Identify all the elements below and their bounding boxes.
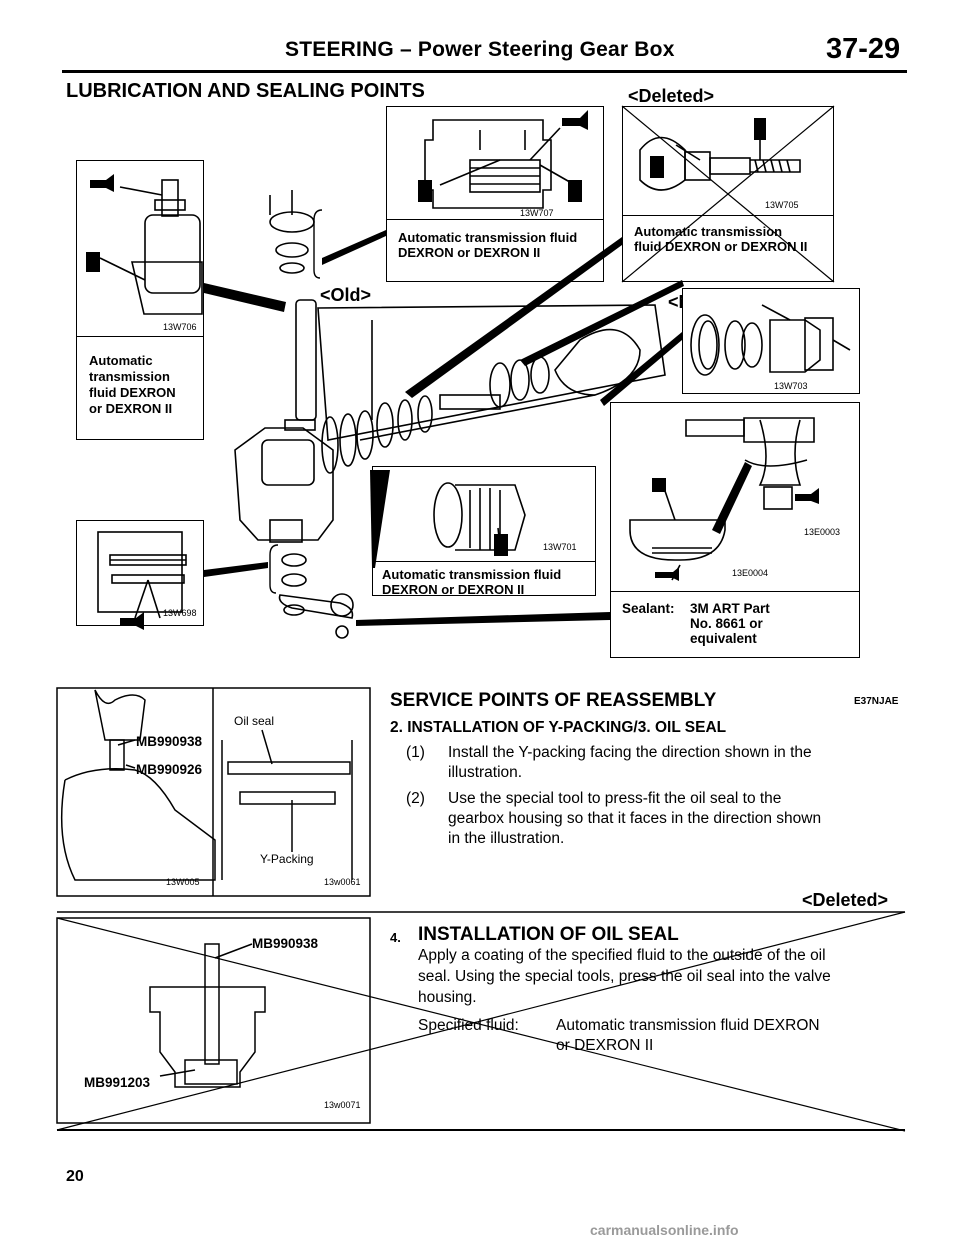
service-item-2-num: (2) bbox=[406, 790, 425, 807]
figure-code-13w706: 13W706 bbox=[163, 322, 197, 332]
step4-fluid-line2: or DEXRON II bbox=[556, 1037, 654, 1054]
figure-code-13w705: 13W705 bbox=[765, 200, 799, 210]
figure-code-13w698: 13W698 bbox=[163, 608, 197, 618]
figure-code-13e0004: 13E0004 bbox=[732, 568, 769, 578]
service-step-title: 2. INSTALLATION OF Y-PACKING/3. OIL SEAL bbox=[390, 719, 727, 736]
service-item-2-line3: in the illustration. bbox=[448, 830, 565, 847]
step4-tool-mb991203-label: MB991203 bbox=[84, 1075, 151, 1090]
caption-13w706-line4: or DEXRON II bbox=[89, 401, 173, 416]
section-title: LUBRICATION AND SEALING POINTS bbox=[66, 80, 425, 102]
footer-page-number: 20 bbox=[66, 1168, 84, 1185]
sealant-line2: No. 8661 or bbox=[690, 616, 763, 631]
caption-13w705-line2: fluid DEXRON or DEXRON II bbox=[634, 239, 808, 254]
caption-13w701-line1: Automatic transmission fluid bbox=[382, 567, 562, 582]
header-rule bbox=[62, 70, 907, 73]
tool-mb990926-label: MB990926 bbox=[136, 762, 203, 777]
service-item-1-line2: illustration. bbox=[448, 764, 523, 781]
deleted-tag-top: <Deleted> bbox=[628, 86, 715, 106]
header-page-number: 37-29 bbox=[826, 33, 901, 65]
step4-line1: Apply a coating of the specified fluid t… bbox=[418, 947, 826, 964]
service-points-ref: E37NJAE bbox=[854, 696, 899, 707]
caption-13w707-line2: DEXRON or DEXRON II bbox=[398, 245, 541, 260]
figure-code-13w701: 13W701 bbox=[543, 542, 577, 552]
step4-number: 4. bbox=[390, 930, 401, 945]
oil-seal-label: Oil seal bbox=[234, 714, 275, 728]
deleted-tag-mid: <Deleted> bbox=[802, 890, 889, 910]
figure-13w703 bbox=[682, 288, 860, 394]
figure-code-13w707: 13W707 bbox=[520, 208, 554, 218]
service-item-2-line2: gearbox housing so that it faces in the … bbox=[448, 810, 822, 827]
service-points-title: SERVICE POINTS OF REASSEMBLY bbox=[390, 690, 717, 711]
sealant-line3: equivalent bbox=[690, 631, 757, 646]
service-item-1-num: (1) bbox=[406, 744, 425, 761]
caption-13w707-line1: Automatic transmission fluid bbox=[398, 230, 578, 245]
step4-fluid-label: Specified fluid: bbox=[418, 1017, 519, 1034]
step4-line2: seal. Using the special tools, press the… bbox=[418, 968, 831, 985]
figure-13w701 bbox=[372, 466, 596, 596]
figure-code-13e0003: 13E0003 bbox=[804, 527, 841, 537]
header-title: STEERING – Power Steering Gear Box bbox=[285, 38, 675, 61]
step4-title: INSTALLATION OF OIL SEAL bbox=[418, 924, 679, 945]
caption-13w701-line2: DEXRON or DEXRON II bbox=[382, 582, 525, 597]
caption-13w705-line1: Automatic transmission bbox=[634, 224, 783, 239]
caption-13w706-line1: Automatic bbox=[89, 353, 153, 368]
y-packing-label: Y-Packing bbox=[260, 852, 314, 866]
caption-13w706-line2: transmission bbox=[89, 369, 170, 384]
figure-code-13w0061: 13w0061 bbox=[324, 877, 361, 887]
service-item-1-line1: Install the Y-packing facing the directi… bbox=[448, 744, 812, 761]
figure-code-13w005: 13W005 bbox=[166, 877, 200, 887]
caption-13w706-line3: fluid DEXRON bbox=[89, 385, 176, 400]
figure-sealant bbox=[610, 402, 860, 658]
step4-fluid-line1: Automatic transmission fluid DEXRON bbox=[556, 1017, 820, 1034]
sealant-label: Sealant: bbox=[622, 601, 675, 616]
sealant-line1: 3M ART Part bbox=[690, 601, 770, 616]
watermark: carmanualsonline.info bbox=[590, 1222, 739, 1238]
step4-line3: housing. bbox=[418, 989, 477, 1006]
step4-tool-mb990938-label: MB990938 bbox=[252, 936, 319, 951]
tool-mb990938-label: MB990938 bbox=[136, 734, 203, 749]
old-tag: <Old> bbox=[320, 285, 372, 305]
figure-code-13w703: 13W703 bbox=[774, 381, 808, 391]
service-item-2-line1: Use the special tool to press-fit the oi… bbox=[448, 790, 782, 807]
figure-code-13w0071: 13w0071 bbox=[324, 1100, 361, 1110]
